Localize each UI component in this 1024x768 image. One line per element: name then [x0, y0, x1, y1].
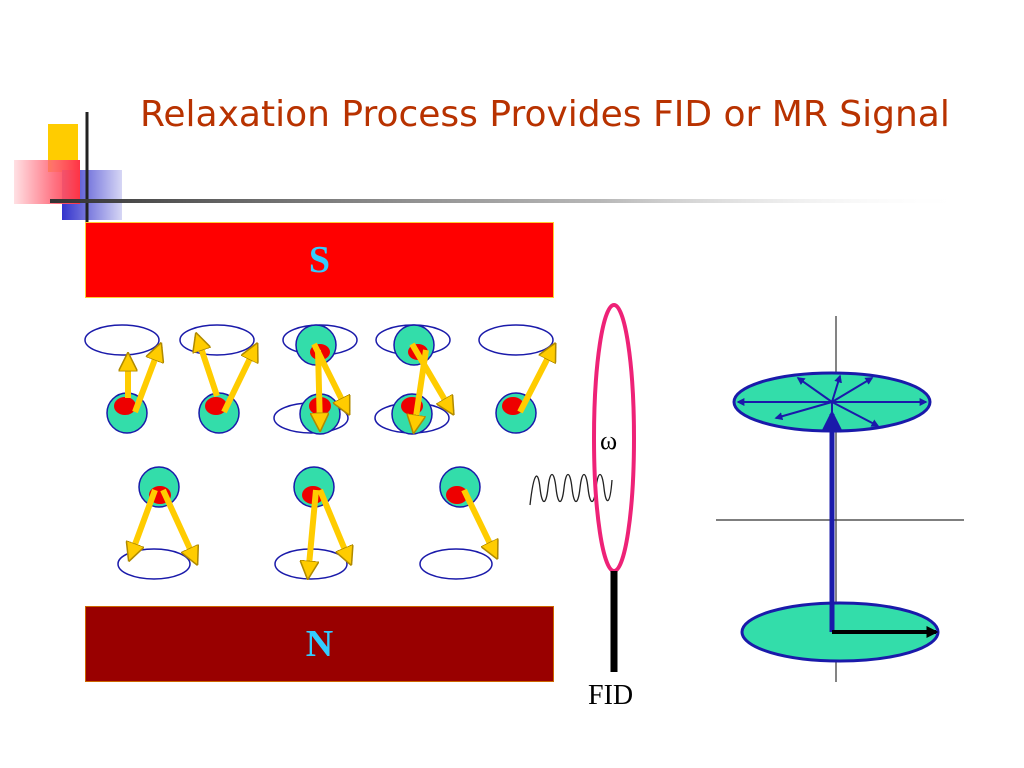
proton [495, 346, 557, 434]
proton [293, 466, 350, 576]
proton [295, 324, 351, 435]
deco-pink-square [14, 160, 80, 204]
frequency-symbol: ω [600, 426, 618, 455]
proton [106, 346, 160, 434]
rf-wave [529, 473, 613, 506]
south-pole-label: S [308, 239, 331, 281]
precession-circle [179, 324, 255, 356]
south-pole: S [85, 222, 554, 298]
proton [197, 336, 256, 434]
proton [439, 466, 496, 556]
precession-circle [84, 324, 160, 356]
fid-label: FID [588, 680, 634, 711]
proton [130, 466, 196, 562]
dephasing-vectors [736, 374, 928, 432]
north-pole-label: N [305, 623, 334, 665]
magnetization-diagram [716, 316, 964, 682]
title-underline [50, 199, 970, 203]
north-pole: N [85, 606, 554, 682]
slide-title: Relaxation Process Provides FID or MR Si… [140, 94, 950, 135]
precession-circle [478, 324, 554, 356]
precession-circle [419, 548, 493, 580]
proton [391, 324, 452, 434]
